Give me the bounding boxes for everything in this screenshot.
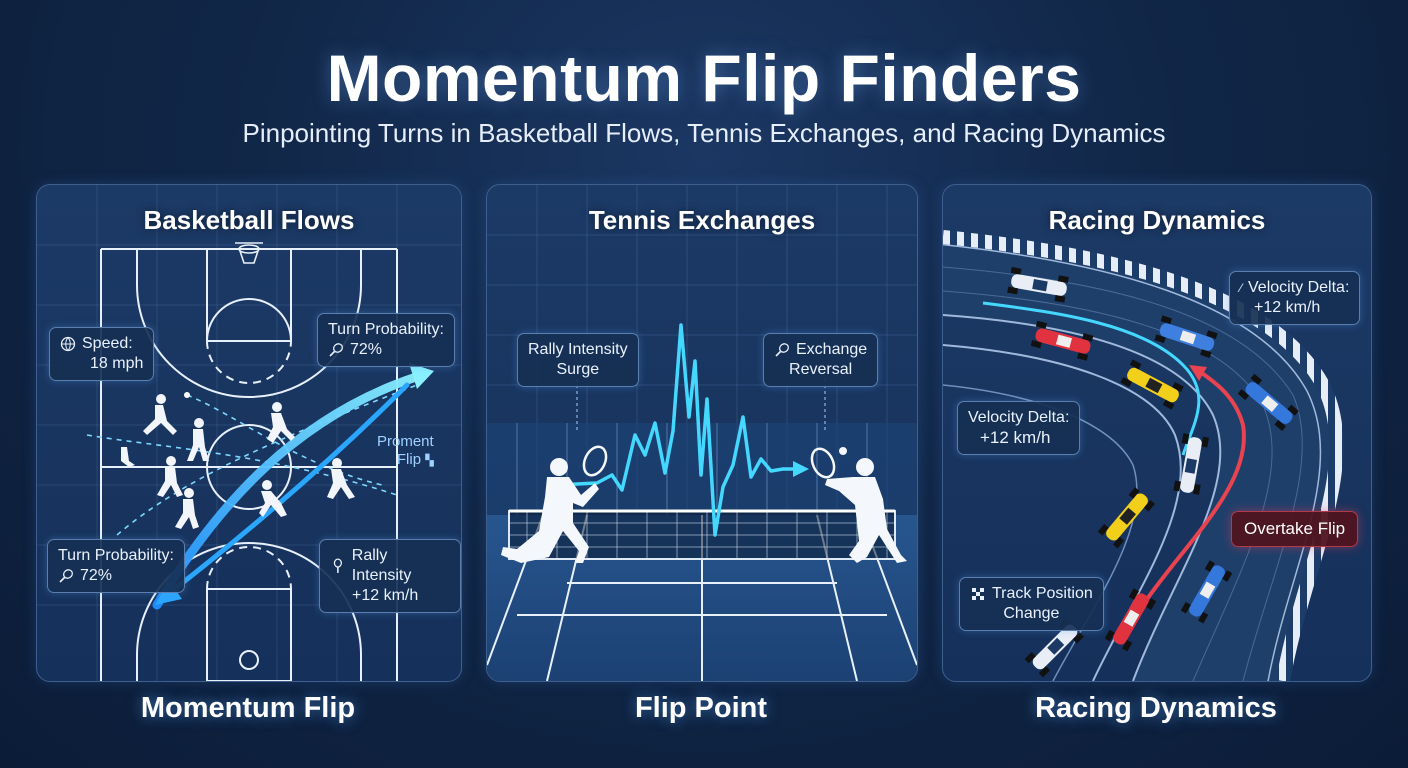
tennis-racket-icon (775, 343, 789, 357)
proment-flip-label: Proment Flip ▚ (377, 433, 434, 470)
hoop-icon (235, 242, 263, 264)
rally-label-text: Rally Intensity (351, 547, 412, 584)
turn-top-value: 72% (350, 341, 383, 358)
tennis-court-illustration (487, 185, 917, 681)
page-subtitle: Pinpointing Turns in Basketball Flows, T… (242, 118, 1166, 148)
flip-text: Flip (396, 451, 422, 468)
race-track-illustration (943, 230, 1344, 681)
surge-line-1: Rally Intensity (528, 341, 628, 358)
rally-intensity-waveform (556, 323, 805, 537)
vel-top-value: +12 km/h (1254, 299, 1321, 316)
rally-intensity-label: Rally Intensity +12 km/h (319, 539, 461, 613)
basketball-panel: Basketball Flows Speed: 18 mph Turn Prob… (36, 184, 462, 682)
speed-label-text: Speed: (82, 335, 133, 352)
turn-probability-bottom-label: Turn Probability: 72% (47, 539, 185, 593)
rally-value: +12 km/h (352, 587, 419, 604)
racing-cars (1007, 266, 1299, 678)
checkered-flag-icon (972, 588, 984, 600)
basketball-caption: Momentum Flip (140, 692, 356, 724)
overtake-flip-badge: Overtake Flip (1231, 511, 1359, 547)
overtake-text: Overtake Flip (1244, 519, 1346, 538)
reversal-line-1: Exchange (796, 341, 868, 358)
vel-top-label-text: Velocity Delta: (1248, 279, 1350, 296)
velocity-delta-top-label: ⁄ Velocity Delta: +12 km/h (1229, 271, 1361, 325)
tennis-panel-title: Tennis Exchanges (588, 205, 816, 235)
tennis-racket-icon (333, 558, 342, 573)
track-line-1: Track Position (992, 585, 1093, 602)
racing-panel: Racing Dynamics ⁄ Velocity Delta: +12 km/… (942, 184, 1372, 682)
proment-text: Proment (377, 433, 434, 450)
vel-mid-value: +12 km/h (980, 428, 1051, 447)
basketball-players (121, 392, 355, 529)
basketball-panel-title: Basketball Flows (143, 205, 355, 235)
speed-value: 18 mph (90, 355, 144, 372)
speed-label: Speed: 18 mph (49, 327, 155, 381)
tennis-caption: Flip Point (634, 692, 768, 724)
checkered-flag-icon: ▚ (425, 455, 434, 467)
turn-bottom-label-text: Turn Probability: (58, 547, 174, 564)
page-title: Momentum Flip Finders (326, 41, 1082, 115)
vel-mid-label-text: Velocity Delta: (968, 409, 1070, 426)
reversal-line-2: Reversal (789, 361, 853, 378)
rally-intensity-surge-label: Rally Intensity Surge (517, 333, 639, 387)
overtake-path (1141, 369, 1246, 607)
tennis-racket-icon (59, 569, 73, 583)
exchange-reversal-label: Exchange Reversal (763, 333, 879, 387)
turn-probability-top-label: Turn Probability: 72% (317, 313, 455, 367)
tennis-panel: Tennis Exchanges Rally Intensity Surge E… (486, 184, 918, 682)
turn-top-label-text: Turn Probability: (328, 321, 444, 338)
surge-line-2: Surge (556, 361, 600, 378)
tennis-players (501, 445, 907, 563)
tennis-net (508, 509, 896, 560)
tennis-racket-icon (329, 343, 343, 357)
racing-panel-title: Racing Dynamics (1048, 205, 1266, 235)
racing-caption: Racing Dynamics (1035, 692, 1277, 724)
turn-bottom-value: 72% (80, 567, 113, 584)
track-line-2: Change (1003, 605, 1060, 622)
speed-tick-icon: ⁄ (1240, 281, 1243, 295)
basketball-icon (60, 336, 76, 352)
velocity-delta-mid-label: Velocity Delta: +12 km/h (957, 401, 1081, 455)
track-position-change-label: Track Position Change (959, 577, 1104, 631)
